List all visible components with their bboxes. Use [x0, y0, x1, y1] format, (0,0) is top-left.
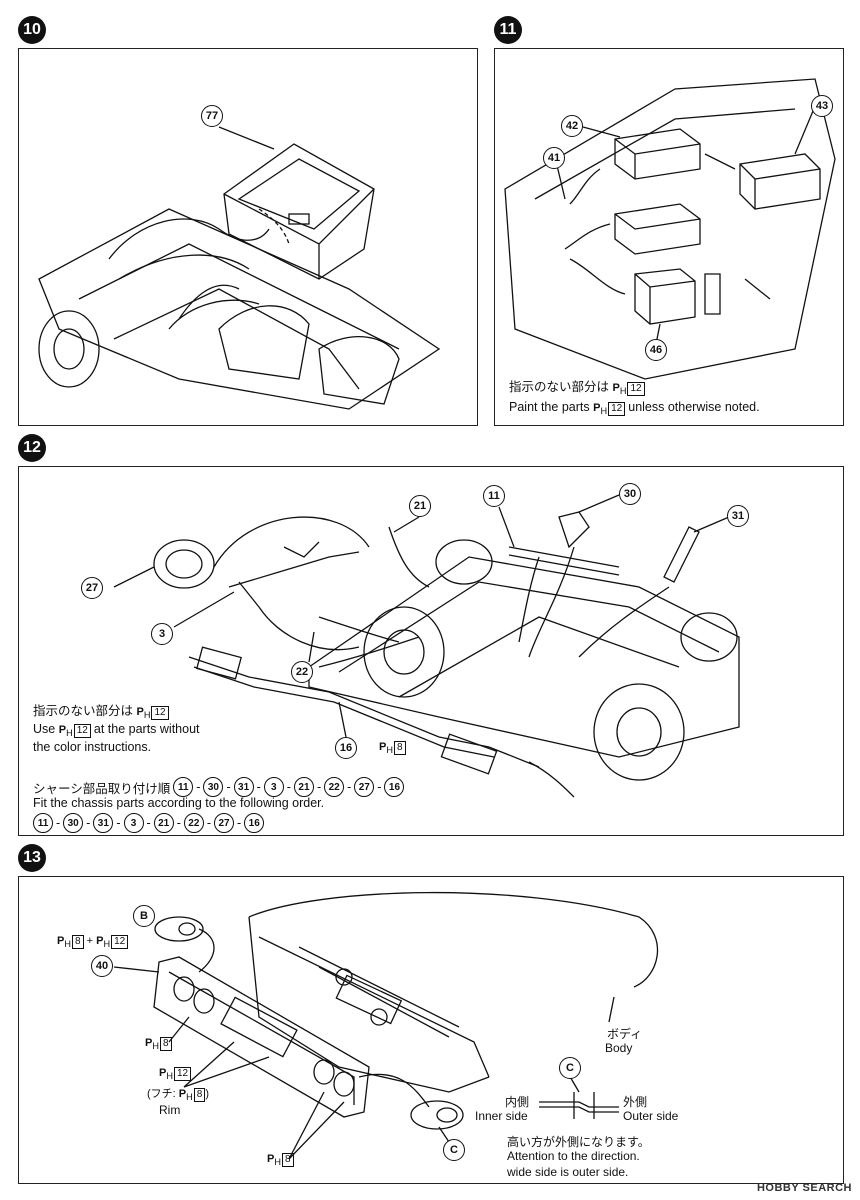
inner-side-jp: 内側	[505, 1095, 530, 1109]
order-en-8: 16	[244, 813, 265, 833]
step-12-badge: 12	[18, 434, 46, 462]
part-11-callout: 11	[483, 485, 505, 507]
order-jp-8: 16	[384, 777, 405, 797]
part-3-callout: 3	[151, 623, 173, 645]
front-grille-drawing	[113, 891, 659, 1160]
stereo-units-drawing	[504, 78, 836, 380]
part-31-callout: 31	[727, 505, 749, 527]
order-en-7: 27	[214, 813, 235, 833]
step-10-badge: 10	[18, 16, 46, 44]
step-11-badge: 11	[494, 16, 522, 44]
order-jp-3: 31	[233, 777, 254, 797]
part-77-callout: 77	[201, 105, 223, 127]
body-label-jp: ボディ	[607, 1027, 643, 1041]
part-43-callout: 43	[811, 95, 833, 117]
direction-note-en-1: Attention to the direction.	[507, 1149, 640, 1163]
order-en-4: 3	[123, 813, 144, 833]
direction-note-jp: 高い方が外側になります。	[507, 1135, 650, 1149]
direction-note-en-2: wide side is outer side.	[507, 1165, 629, 1179]
order-jp-1: 11	[173, 777, 194, 797]
part-b-callout: B	[133, 905, 155, 927]
step-10-panel: 77	[18, 48, 478, 426]
step-12-note-en-2: the color instructions.	[33, 740, 152, 754]
part-42-callout: 42	[561, 115, 583, 137]
part-40-callout: 40	[91, 955, 113, 977]
part-30-callout: 30	[619, 483, 641, 505]
outer-side-en: Outer side	[623, 1109, 679, 1123]
order-en-6: 22	[183, 813, 204, 833]
part-27-callout: 27	[81, 577, 103, 599]
assembly-order-en: Fit the chassis parts according to the f…	[33, 796, 325, 810]
order-en-1: 11	[33, 813, 53, 833]
order-jp-4: 3	[263, 777, 284, 797]
part-21-callout: 21	[409, 495, 431, 517]
part-c-callout: C	[443, 1139, 465, 1161]
inner-side-en: Inner side	[475, 1109, 528, 1123]
body-label-en: Body	[605, 1041, 633, 1055]
rim-label: Rim	[159, 1103, 181, 1117]
step-13-badge: 13	[18, 844, 46, 872]
part-22-callout: 22	[291, 661, 313, 683]
order-jp-6: 22	[324, 777, 345, 797]
outer-side-jp: 外側	[623, 1095, 648, 1109]
assembly-order-sequence: 11- 30- 31- 3- 21- 22- 27- 16	[33, 813, 265, 833]
order-label-jp: シャーシ部品取り付け順	[33, 781, 171, 796]
part-41-callout: 41	[543, 147, 565, 169]
order-jp-2: 30	[203, 777, 224, 797]
order-jp-7: 27	[354, 777, 375, 797]
hobby-search-watermark: HOBBY SEARCH	[756, 1182, 852, 1194]
order-en-5: 21	[153, 813, 174, 833]
order-en-2: 30	[63, 813, 84, 833]
part-c-detail-callout: C	[559, 1057, 581, 1079]
order-jp-5: 21	[293, 777, 314, 797]
order-en-3: 31	[93, 813, 114, 833]
chassis-assembly-drawing	[113, 494, 740, 798]
chassis-console-drawing	[38, 126, 441, 410]
part-46-callout: 46	[645, 339, 667, 361]
part-16-callout: 16	[335, 737, 357, 759]
assembly-order-jp: シャーシ部品取り付け順 11- 30- 31- 3- 21- 22- 27- 1…	[33, 777, 405, 797]
